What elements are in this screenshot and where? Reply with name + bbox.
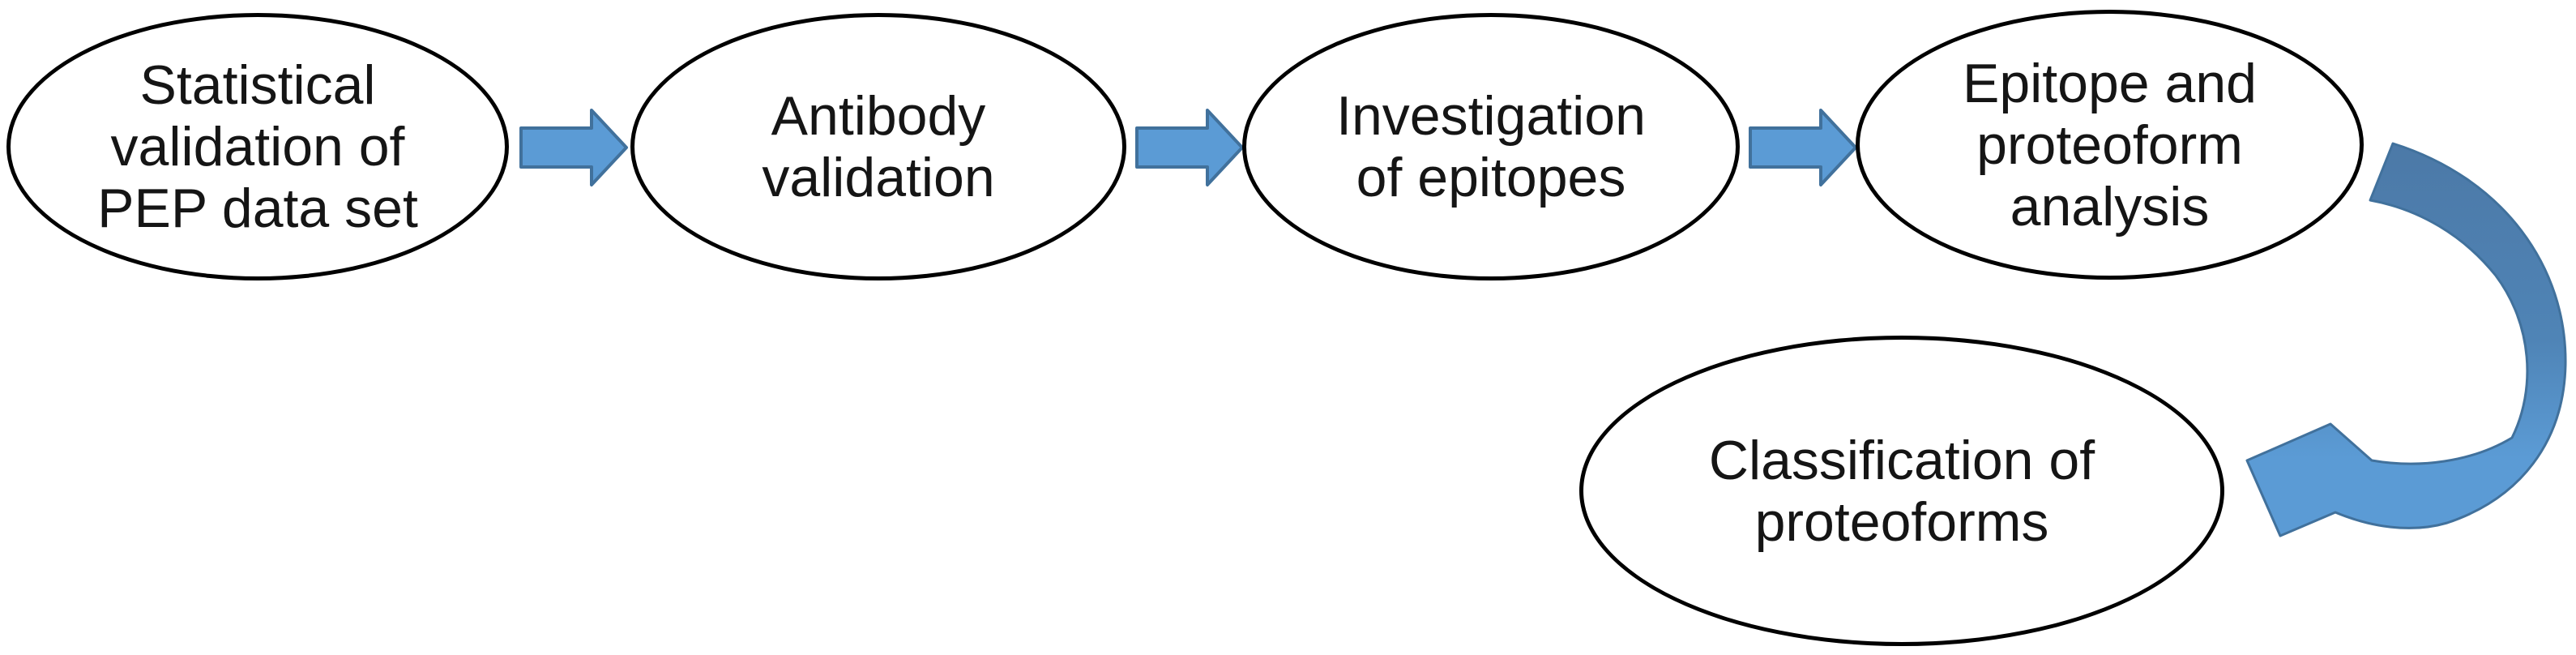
curved-arrow (2245, 142, 2567, 537)
node-label-line: proteoform (1976, 113, 2243, 176)
node-label-line: validation of (110, 116, 405, 178)
node-label-line: Epitope and (1963, 52, 2257, 114)
node-label: Classification of proteoforms (1709, 430, 2095, 553)
node-antibody-validation: Antibody validation (630, 13, 1126, 280)
node-label-line: PEP data set (97, 178, 418, 239)
node-investigation-of-epitopes: Investigation of epitopes (1242, 13, 1740, 280)
node-label-line: Antibody (771, 85, 986, 147)
node-classification-of-proteoforms: Classification of proteoforms (1579, 336, 2224, 646)
node-label: Antibody validation (762, 85, 994, 208)
node-label-line: analysis (2010, 175, 2210, 238)
node-label-line: validation (762, 147, 995, 208)
node-label-line: Classification of (1708, 429, 2095, 491)
node-label-line: of epitopes (1356, 147, 1626, 208)
node-epitope-proteoform-analysis: Epitope and proteoform analysis (1856, 10, 2364, 280)
node-label: Epitope and proteoform analysis (1963, 53, 2257, 238)
block-arrow-3 (1749, 109, 1857, 186)
node-label-line: Investigation (1336, 85, 1646, 147)
node-label-line: proteoforms (1754, 490, 2049, 553)
block-arrow-1 (519, 109, 628, 186)
node-label-line: Statistical (139, 54, 376, 116)
block-arrow-2 (1135, 109, 1244, 186)
node-label: Statistical validation of PEP data set (97, 54, 418, 239)
node-label: Investigation of epitopes (1336, 85, 1646, 208)
node-statistical-validation: Statistical validation of PEP data set (6, 13, 509, 280)
